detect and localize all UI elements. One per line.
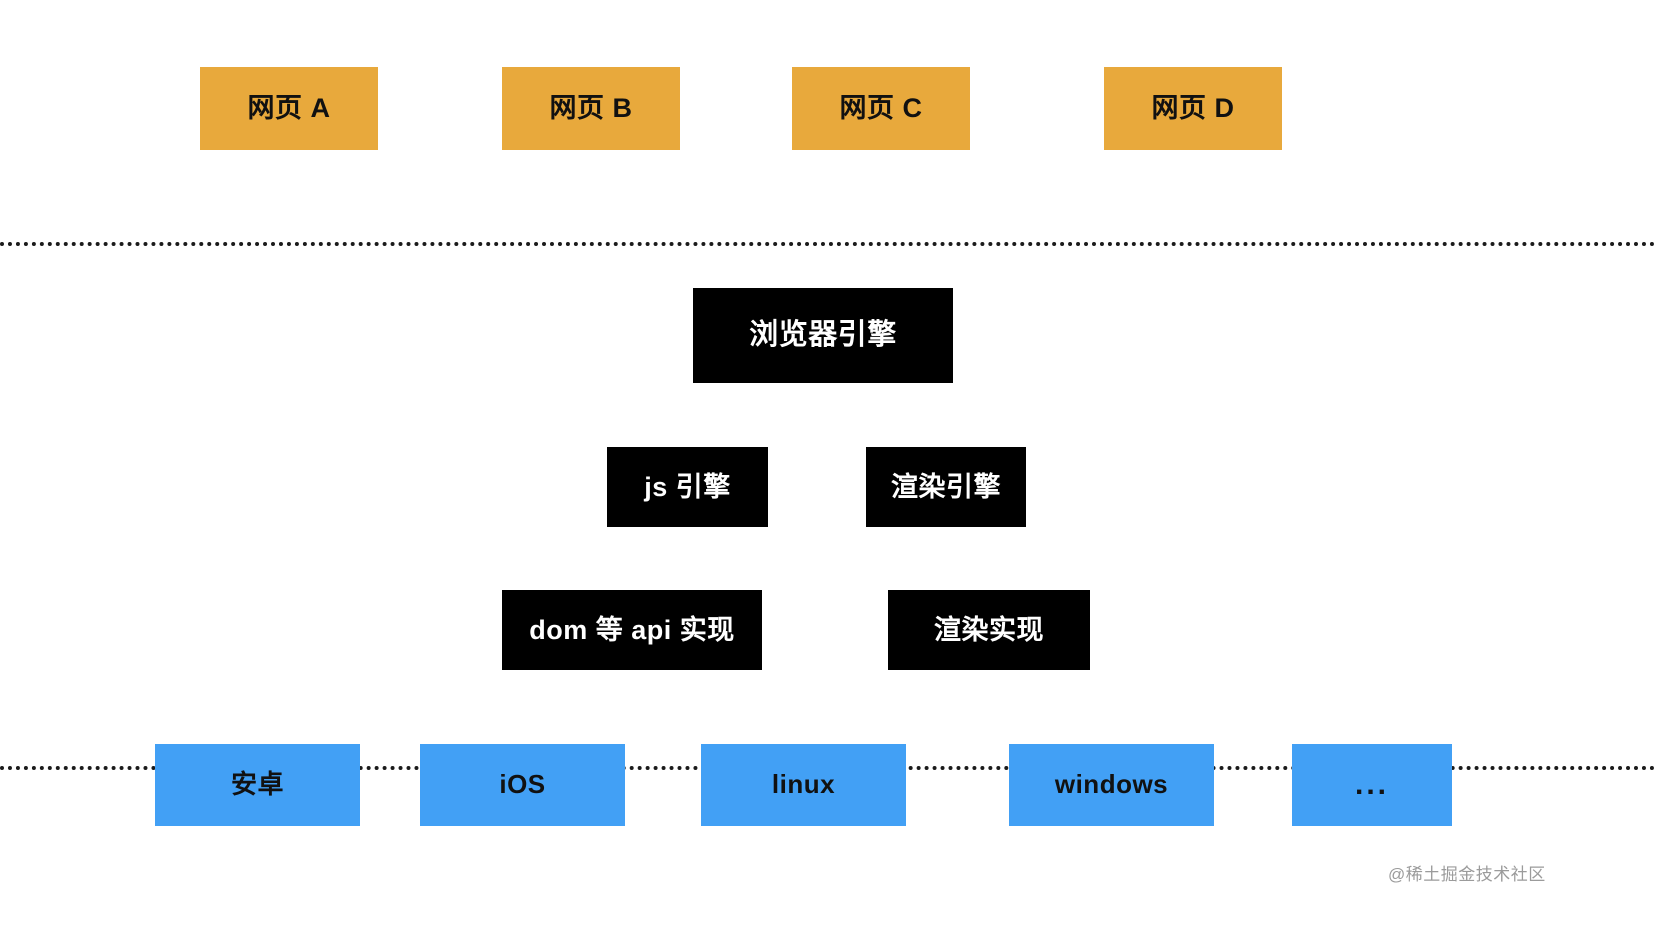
browser-engine-node-label: 浏览器引擎	[749, 319, 897, 352]
os-node-windows: windows	[1009, 744, 1214, 826]
os-node-linux-label: linux	[771, 769, 836, 800]
os-node-windows-label: windows	[1054, 769, 1169, 800]
dom-api-impl-node-label: dom 等 api 实现	[529, 614, 735, 645]
js-engine-node-label: js 引擎	[644, 471, 731, 502]
render-engine-node: 渲染引擎	[866, 447, 1026, 527]
render-engine-node-label: 渲染引擎	[891, 471, 1001, 502]
page-node-c-label: 网页 C	[839, 93, 923, 124]
watermark: @稀土掘金技术社区	[1388, 865, 1546, 884]
os-node-android-label: 安卓	[230, 769, 284, 800]
dom-api-impl-node: dom 等 api 实现	[502, 590, 762, 670]
page-node-b: 网页 B	[502, 67, 680, 150]
os-node-more-label: ...	[1354, 768, 1389, 801]
os-node-ios-label: iOS	[499, 769, 546, 800]
page-node-d: 网页 D	[1104, 67, 1282, 150]
divider-pages-engine	[0, 242, 1656, 246]
page-node-a: 网页 A	[200, 67, 378, 150]
page-node-c: 网页 C	[792, 67, 970, 150]
page-node-a-label: 网页 A	[247, 93, 331, 124]
os-node-android: 安卓	[155, 744, 360, 826]
page-node-b-label: 网页 B	[549, 93, 633, 124]
os-node-more: ...	[1292, 744, 1452, 826]
render-impl-node-label: 渲染实现	[934, 614, 1044, 645]
render-impl-node: 渲染实现	[888, 590, 1090, 670]
page-node-d-label: 网页 D	[1151, 93, 1235, 124]
os-node-ios: iOS	[420, 744, 625, 826]
browser-engine-node: 浏览器引擎	[693, 288, 953, 383]
js-engine-node: js 引擎	[607, 447, 768, 527]
os-node-linux: linux	[701, 744, 906, 826]
